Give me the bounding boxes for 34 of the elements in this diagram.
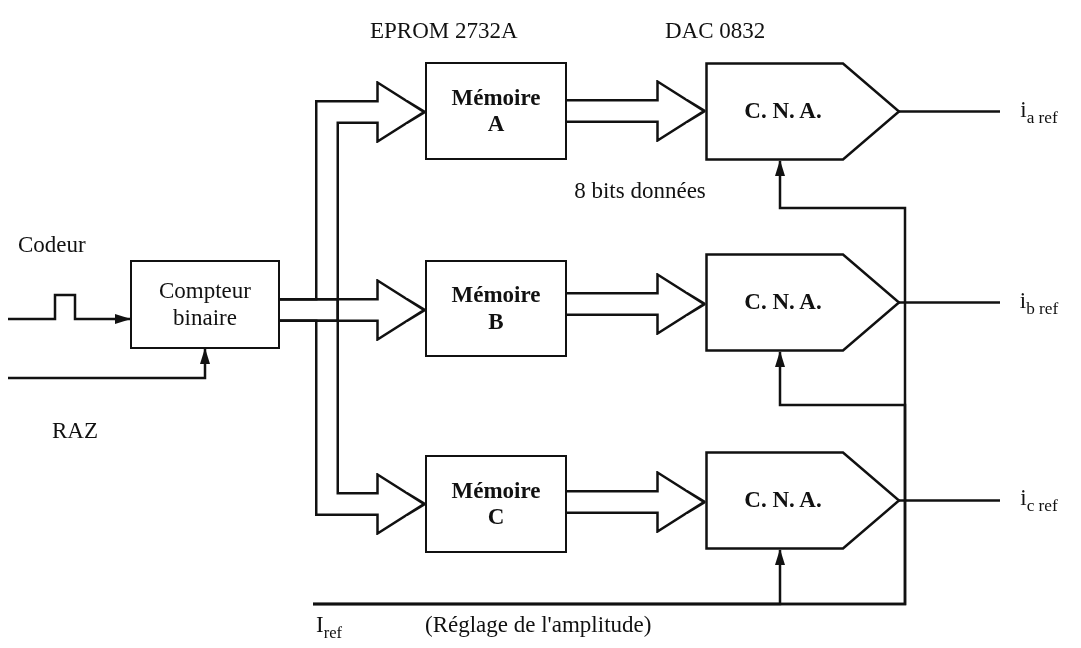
bus-arrow [567, 471, 706, 533]
diagram-label: (Réglage de l'amplitude) [425, 612, 652, 639]
diagram-label: Codeur [18, 232, 86, 259]
signal-line [899, 110, 1000, 113]
signal-line [899, 301, 1000, 304]
output-signal-label: i$_{a ref}$ [1020, 96, 1058, 128]
block-label: Mémoire B [450, 282, 542, 335]
block-label: Mémoire A [450, 84, 542, 138]
block-box [425, 455, 567, 553]
signal-arrow [313, 549, 785, 606]
diagram-label: EPROM 2732A [370, 18, 518, 45]
signal-arrow [8, 348, 210, 380]
block-label: Mémoire C [450, 477, 542, 531]
block-label: C. N. A. [744, 487, 823, 514]
signal-arrow [8, 293, 131, 324]
bus-arrow [567, 80, 706, 142]
block-label: C. N. A. [744, 98, 823, 125]
bus-arrow [280, 298, 426, 535]
diagram-label: 8 bits données [573, 178, 707, 205]
output-signal-label: i$_{c ref}$ [1020, 484, 1058, 516]
block-box [425, 62, 567, 160]
signal-line [899, 499, 1000, 502]
block-box [425, 260, 567, 357]
converter-block [705, 451, 901, 550]
converter-block [705, 253, 901, 352]
block-label: C. N. A. [744, 289, 823, 316]
block-label: Compteur binaire [158, 278, 252, 331]
converter-block [705, 62, 901, 161]
diagram-label: DAC 0832 [665, 18, 766, 45]
bus-arrow [567, 273, 706, 335]
block-box [130, 260, 280, 349]
output-signal-label: i$_{b ref}$ [1019, 287, 1059, 319]
diagram-label: I$_{ref}$ [316, 612, 343, 642]
diagram-label: RAZ [52, 418, 98, 445]
